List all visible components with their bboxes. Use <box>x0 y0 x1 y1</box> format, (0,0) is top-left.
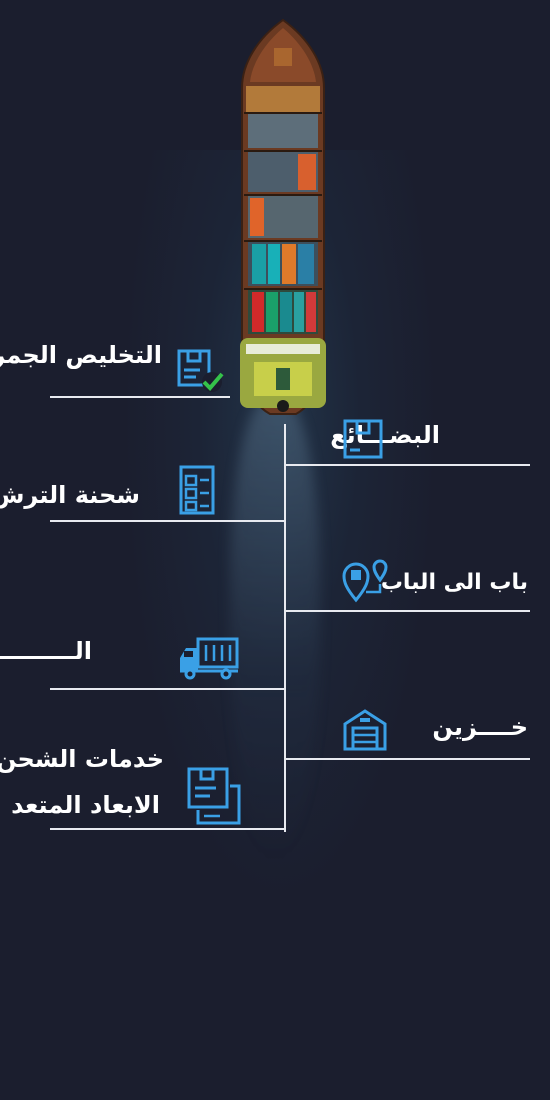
service-label-oversized-line1: خدمات الشحن <box>0 745 164 773</box>
service-label-goods: البضـــائع <box>330 421 440 449</box>
document-check-icon <box>177 349 224 392</box>
ship-wake <box>230 400 320 860</box>
connector-line <box>286 464 530 466</box>
cargo-ship-image <box>240 18 326 415</box>
service-label-customs: التخليص الجمر <box>0 341 162 369</box>
connector-line <box>50 828 286 830</box>
service-label-door-to-door: باب الى الباب <box>380 570 528 595</box>
warehouse-icon <box>343 709 387 751</box>
boxes-document-icon <box>187 767 241 825</box>
timeline-spine <box>284 424 286 832</box>
connector-line <box>286 610 530 612</box>
box-icon <box>343 419 383 459</box>
truck-icon <box>180 637 239 680</box>
service-label-consolidated-shipment: شحنة الترش <box>0 481 140 509</box>
service-label-storage: خــــزين <box>432 713 528 741</box>
service-label-transport: الـــــــــــــ <box>0 637 92 665</box>
connector-line <box>50 396 230 398</box>
connector-line <box>286 758 530 760</box>
location-route-icon <box>342 559 388 603</box>
service-label-oversized-line2: الابعاد المتعد <box>11 791 160 819</box>
box-list-icon <box>179 465 215 515</box>
connector-line <box>50 688 286 690</box>
connector-line <box>50 520 286 522</box>
